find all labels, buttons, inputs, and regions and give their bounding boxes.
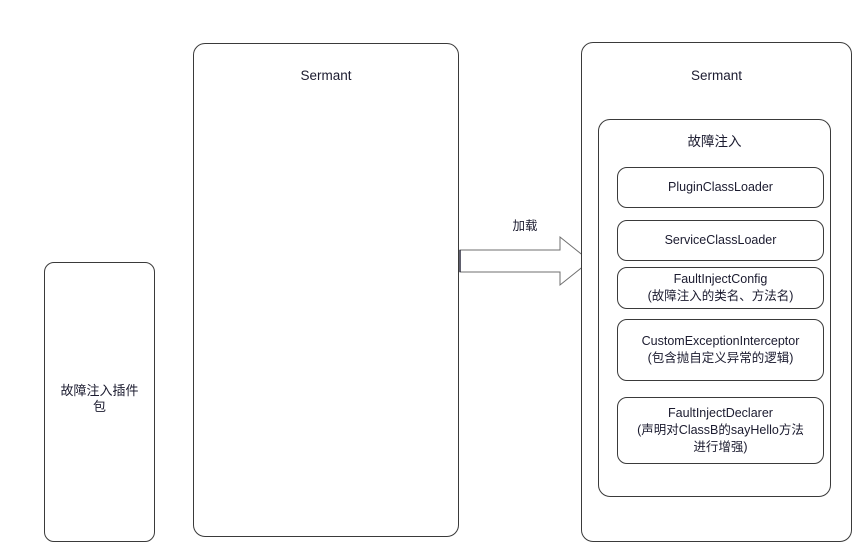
component-label: CustomExceptionInterceptor (包含抛自定义异常的逻辑) bbox=[641, 334, 800, 365]
fault-inject-title: 故障注入 bbox=[687, 134, 742, 149]
component-label: FaultInjectDeclarer (声明对ClassB的sayHello方… bbox=[637, 406, 804, 454]
fault-inject-container: 故障注入 PluginClassLoader ServiceClassLoade… bbox=[598, 119, 831, 497]
component-custom-exception-interceptor: CustomExceptionInterceptor (包含抛自定义异常的逻辑) bbox=[617, 319, 824, 381]
arrow-right-icon bbox=[459, 235, 591, 287]
plugin-package-label: 故障注入插件 包 bbox=[60, 383, 139, 415]
component-label: FaultInjectConfig (故障注入的类名、方法名) bbox=[647, 272, 794, 303]
plugin-package-node: 故障注入插件 包 bbox=[44, 262, 155, 542]
sermant-loaded-title: Sermant bbox=[690, 68, 743, 83]
component-plugin-class-loader: PluginClassLoader bbox=[617, 167, 824, 208]
component-label: ServiceClassLoader bbox=[664, 233, 777, 248]
load-arrow-label: 加载 bbox=[512, 219, 538, 233]
sermant-plain-title: Sermant bbox=[300, 68, 352, 83]
component-label: PluginClassLoader bbox=[668, 180, 773, 195]
component-service-class-loader: ServiceClassLoader bbox=[617, 220, 824, 261]
component-fault-inject-declarer: FaultInjectDeclarer (声明对ClassB的sayHello方… bbox=[617, 397, 824, 464]
sermant-loaded-node: Sermant 故障注入 PluginClassLoader ServiceCl… bbox=[581, 42, 852, 542]
sermant-plain-node: Sermant bbox=[193, 43, 459, 537]
component-fault-inject-config: FaultInjectConfig (故障注入的类名、方法名) bbox=[617, 267, 824, 309]
